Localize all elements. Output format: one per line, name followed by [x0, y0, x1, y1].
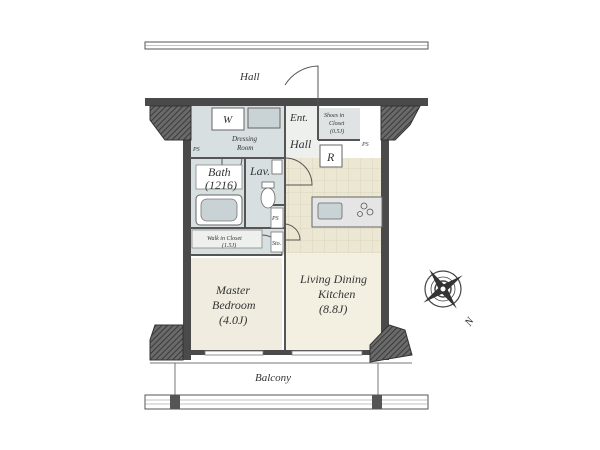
bath-label-1: Bath: [208, 165, 231, 179]
shoes-closet-floor: [318, 108, 360, 140]
ps-right-label: PS: [361, 142, 369, 148]
storage-label: Sto.: [272, 241, 281, 247]
ps-small-label: PS: [271, 216, 279, 222]
shoes-closet-label-1: Shoes in: [324, 113, 344, 119]
master-bedroom-label-2: Bedroom: [212, 298, 256, 312]
washer: [211, 107, 245, 131]
hall-inner-label: Hall: [289, 137, 312, 151]
toilet: [260, 181, 276, 209]
ldk-floor: [284, 253, 384, 350]
ldk-label-2: Kitchen: [317, 287, 355, 301]
master-bedroom-label-1: Master: [215, 283, 250, 297]
bathtub: [195, 194, 243, 226]
master-bedroom-label-3: (4.0J): [219, 313, 247, 327]
outer-walls: [145, 98, 428, 360]
lav-label: Lav.: [249, 164, 270, 178]
compass-north-label: N: [462, 315, 477, 329]
ldk-label-1: Living Dining: [299, 272, 367, 286]
dressing-label-1: Dressing: [231, 135, 258, 143]
corridor-beam: [144, 41, 429, 50]
ps-left-label: PS: [192, 147, 200, 153]
bath-counter: [195, 164, 243, 190]
bottom-windows: [204, 350, 363, 356]
compass-icon: [423, 269, 463, 309]
kitchen-counter: [311, 196, 383, 228]
balcony-label: Balcony: [255, 372, 291, 384]
walk-in-closet-label-1: Walk in Closet: [207, 236, 242, 242]
refrigerator-label: R: [326, 150, 335, 164]
lav-sink: [271, 159, 283, 175]
walk-in-closet-label-2: (1.5J): [222, 242, 236, 249]
bath-label-2: (1216): [205, 178, 237, 192]
dressing-shelf: [247, 107, 281, 129]
dressing-label-2: Room: [236, 144, 253, 152]
shoes-closet-label-2: Closet: [329, 121, 345, 127]
walk-in-closet-shelf: [191, 229, 263, 249]
refrigerator: [319, 144, 343, 168]
entrance-label: Ent.: [289, 112, 308, 124]
hall-top-label: Hall: [239, 71, 260, 83]
ps-box-small: [270, 207, 284, 229]
entrance-floor: [285, 103, 320, 158]
storage-box: [270, 231, 284, 253]
shoes-closet-label-3: (0.5J): [330, 128, 344, 135]
structural-columns: [149, 105, 421, 363]
washer-label: W: [223, 114, 233, 126]
ldk-label-3: (8.8J): [319, 302, 347, 316]
bedroom-floor: [190, 258, 282, 350]
balcony-rail: [144, 362, 429, 410]
